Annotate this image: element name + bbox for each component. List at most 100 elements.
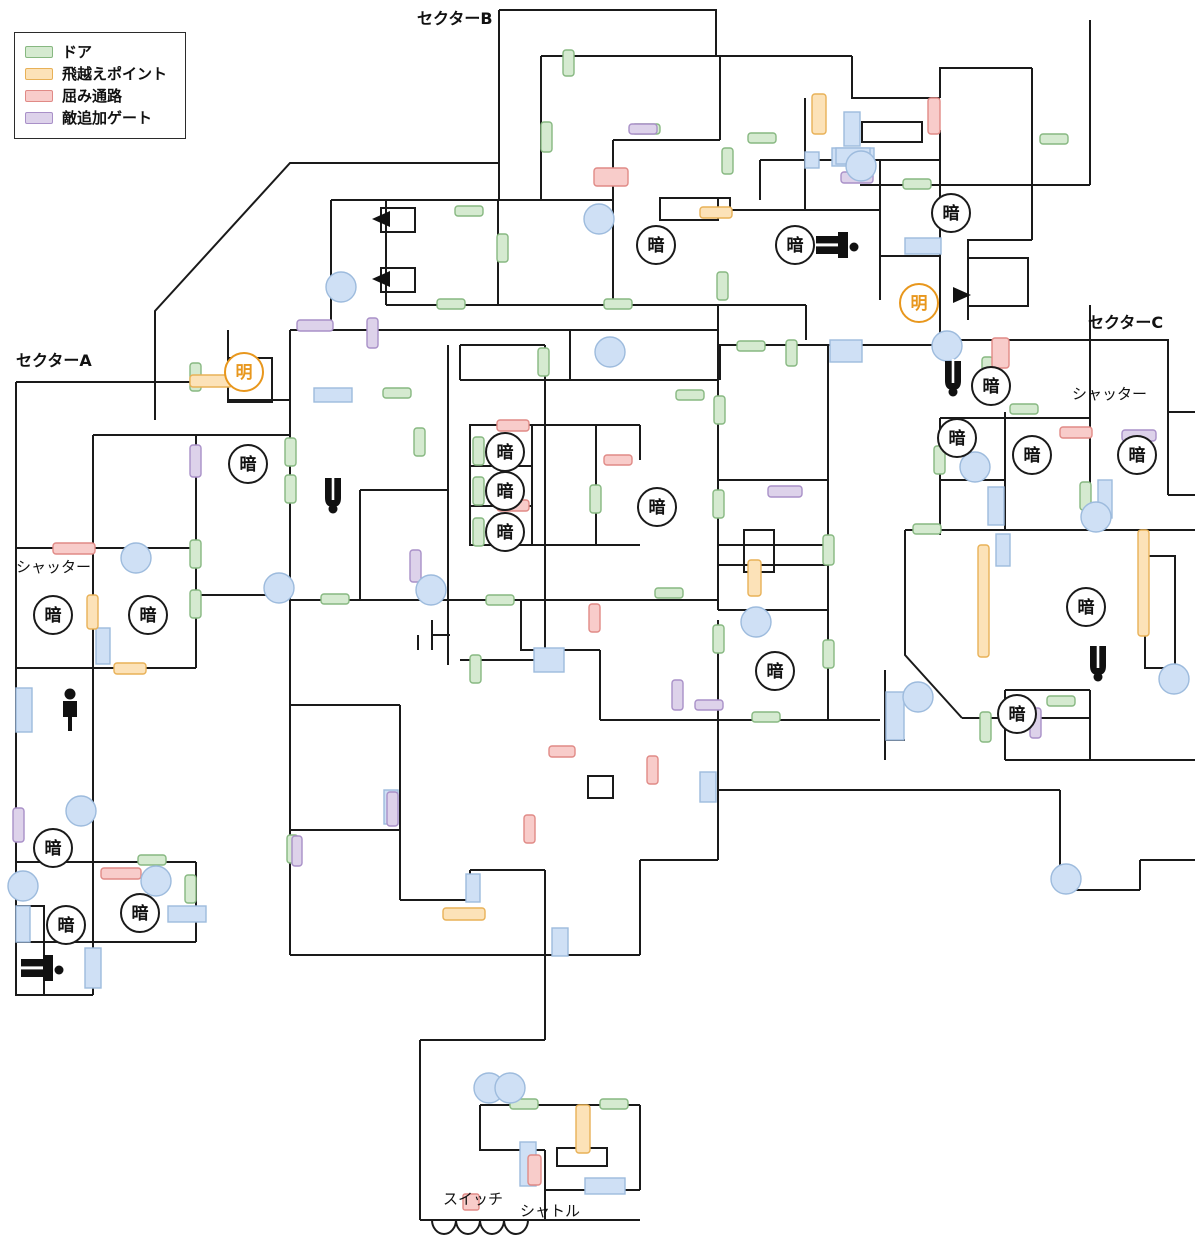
dark-room-marker bbox=[120, 893, 160, 933]
map-annotation-label: シャッター bbox=[16, 558, 91, 576]
dark-room-label: 暗 bbox=[1129, 445, 1146, 466]
lamp-icon bbox=[263, 572, 295, 604]
legend-item: 飛越えポイント bbox=[25, 63, 175, 85]
dark-room-marker bbox=[228, 444, 268, 484]
dark-room-label: 暗 bbox=[1024, 445, 1041, 466]
dark-room-label: 暗 bbox=[497, 442, 514, 463]
dark-room-marker bbox=[637, 487, 677, 527]
figure-prone-right-icon bbox=[816, 232, 859, 258]
dark-room-marker bbox=[931, 193, 971, 233]
dark-room-label: 暗 bbox=[648, 235, 665, 256]
figure-split bbox=[21, 966, 43, 970]
dark-room-label: 暗 bbox=[1078, 597, 1095, 618]
figure-head bbox=[948, 387, 958, 397]
legend-item: ドア bbox=[25, 41, 175, 63]
figure-body bbox=[63, 701, 77, 731]
walls-layer bbox=[15, 9, 1195, 1235]
lamp-icon bbox=[140, 865, 172, 897]
dark-room-marker bbox=[46, 905, 86, 945]
figure-split bbox=[816, 243, 838, 247]
bright-room-marker bbox=[224, 352, 264, 392]
lamp-icon bbox=[1080, 501, 1112, 533]
arrow-left-icon bbox=[372, 211, 390, 227]
lamp-icon bbox=[594, 336, 626, 368]
lamp-icon bbox=[583, 203, 615, 235]
figure-torso bbox=[43, 955, 53, 981]
dark-room-label: 暗 bbox=[1009, 704, 1026, 725]
legend-item: 敵追加ゲート bbox=[25, 107, 175, 129]
dark-room-marker bbox=[1012, 435, 1052, 475]
lamp-icon bbox=[325, 271, 357, 303]
sector-label: セクターB bbox=[417, 9, 493, 28]
dark-room-marker bbox=[937, 418, 977, 458]
dark-room-label: 暗 bbox=[497, 522, 514, 543]
figure-split bbox=[331, 476, 335, 500]
lamp-icon bbox=[740, 606, 772, 638]
legend-item: 屈み通路 bbox=[25, 85, 175, 107]
legend-swatch-door bbox=[25, 46, 53, 58]
map-annotation-label: シャトル bbox=[520, 1202, 580, 1220]
lamp-icon bbox=[959, 451, 991, 483]
dark-room-marker bbox=[33, 828, 73, 868]
bright-room-label: 明 bbox=[911, 294, 928, 314]
figure-standing-icon bbox=[63, 688, 77, 731]
direction-arrows-layer bbox=[372, 211, 971, 303]
lamp-icon bbox=[120, 542, 152, 574]
figure-crouch-icon bbox=[1090, 644, 1106, 682]
lamp-icon bbox=[415, 574, 447, 606]
lamp-icon bbox=[7, 870, 39, 902]
dark-room-label: 暗 bbox=[132, 903, 149, 924]
bright-room-label: 明 bbox=[236, 363, 253, 383]
lamps-layer bbox=[7, 150, 1190, 1104]
dark-room-label: 暗 bbox=[767, 661, 784, 682]
lamp-icon bbox=[931, 330, 963, 362]
figure-split bbox=[951, 359, 955, 383]
legend-label-door: ドア bbox=[62, 42, 93, 61]
arrow-right-icon bbox=[953, 287, 971, 303]
dark-room-marker bbox=[997, 694, 1037, 734]
dark-room-label: 暗 bbox=[240, 454, 257, 475]
figure-head bbox=[54, 965, 64, 975]
lamp-icon bbox=[1050, 863, 1082, 895]
dark-room-marker bbox=[775, 225, 815, 265]
lamp-icon bbox=[1158, 663, 1190, 695]
dark-room-marker bbox=[636, 225, 676, 265]
room-light-markers-layer: 暗暗暗暗暗暗暗暗暗暗暗暗暗暗暗暗暗暗暗暗明明 bbox=[33, 193, 1157, 945]
figure-head bbox=[64, 688, 76, 700]
passage-markers-layer bbox=[12, 49, 1157, 1211]
sector-label: セクターC bbox=[1088, 313, 1163, 332]
legend-swatch-crouch bbox=[25, 90, 53, 102]
dark-room-label: 暗 bbox=[497, 481, 514, 502]
dark-room-marker bbox=[33, 595, 73, 635]
dark-room-label: 暗 bbox=[45, 605, 62, 626]
map-annotation-label: スイッチ bbox=[443, 1190, 503, 1208]
figure-head bbox=[849, 242, 859, 252]
arrow-left-icon bbox=[372, 271, 390, 287]
legend-label-gate: 敵追加ゲート bbox=[62, 108, 153, 127]
dark-room-marker bbox=[1117, 435, 1157, 475]
dark-room-label: 暗 bbox=[949, 428, 966, 449]
blue-boxes-layer bbox=[15, 111, 1113, 1195]
dark-room-label: 暗 bbox=[140, 605, 157, 626]
dark-room-label: 暗 bbox=[45, 838, 62, 859]
figure-head bbox=[328, 504, 338, 514]
dark-room-label: 暗 bbox=[787, 235, 804, 256]
lamp-icon bbox=[845, 150, 877, 182]
legend-label-crouch: 屈み通路 bbox=[62, 86, 123, 105]
lamp-icon bbox=[902, 681, 934, 713]
legend-label-jump: 飛越えポイント bbox=[62, 64, 168, 83]
figure-split bbox=[1096, 644, 1100, 668]
figures-layer bbox=[21, 232, 1106, 981]
lamp-icon bbox=[494, 1072, 526, 1104]
figure-head bbox=[1093, 672, 1103, 682]
figure-torso bbox=[838, 232, 848, 258]
figure-crouch-icon bbox=[945, 359, 961, 397]
figure-prone-right-icon bbox=[21, 955, 64, 981]
map-annotation-label: シャッター bbox=[1072, 385, 1147, 403]
legend-swatch-jump bbox=[25, 68, 53, 80]
sector-label: セクターA bbox=[16, 351, 92, 370]
dark-room-marker bbox=[128, 595, 168, 635]
dark-room-label: 暗 bbox=[983, 376, 1000, 397]
